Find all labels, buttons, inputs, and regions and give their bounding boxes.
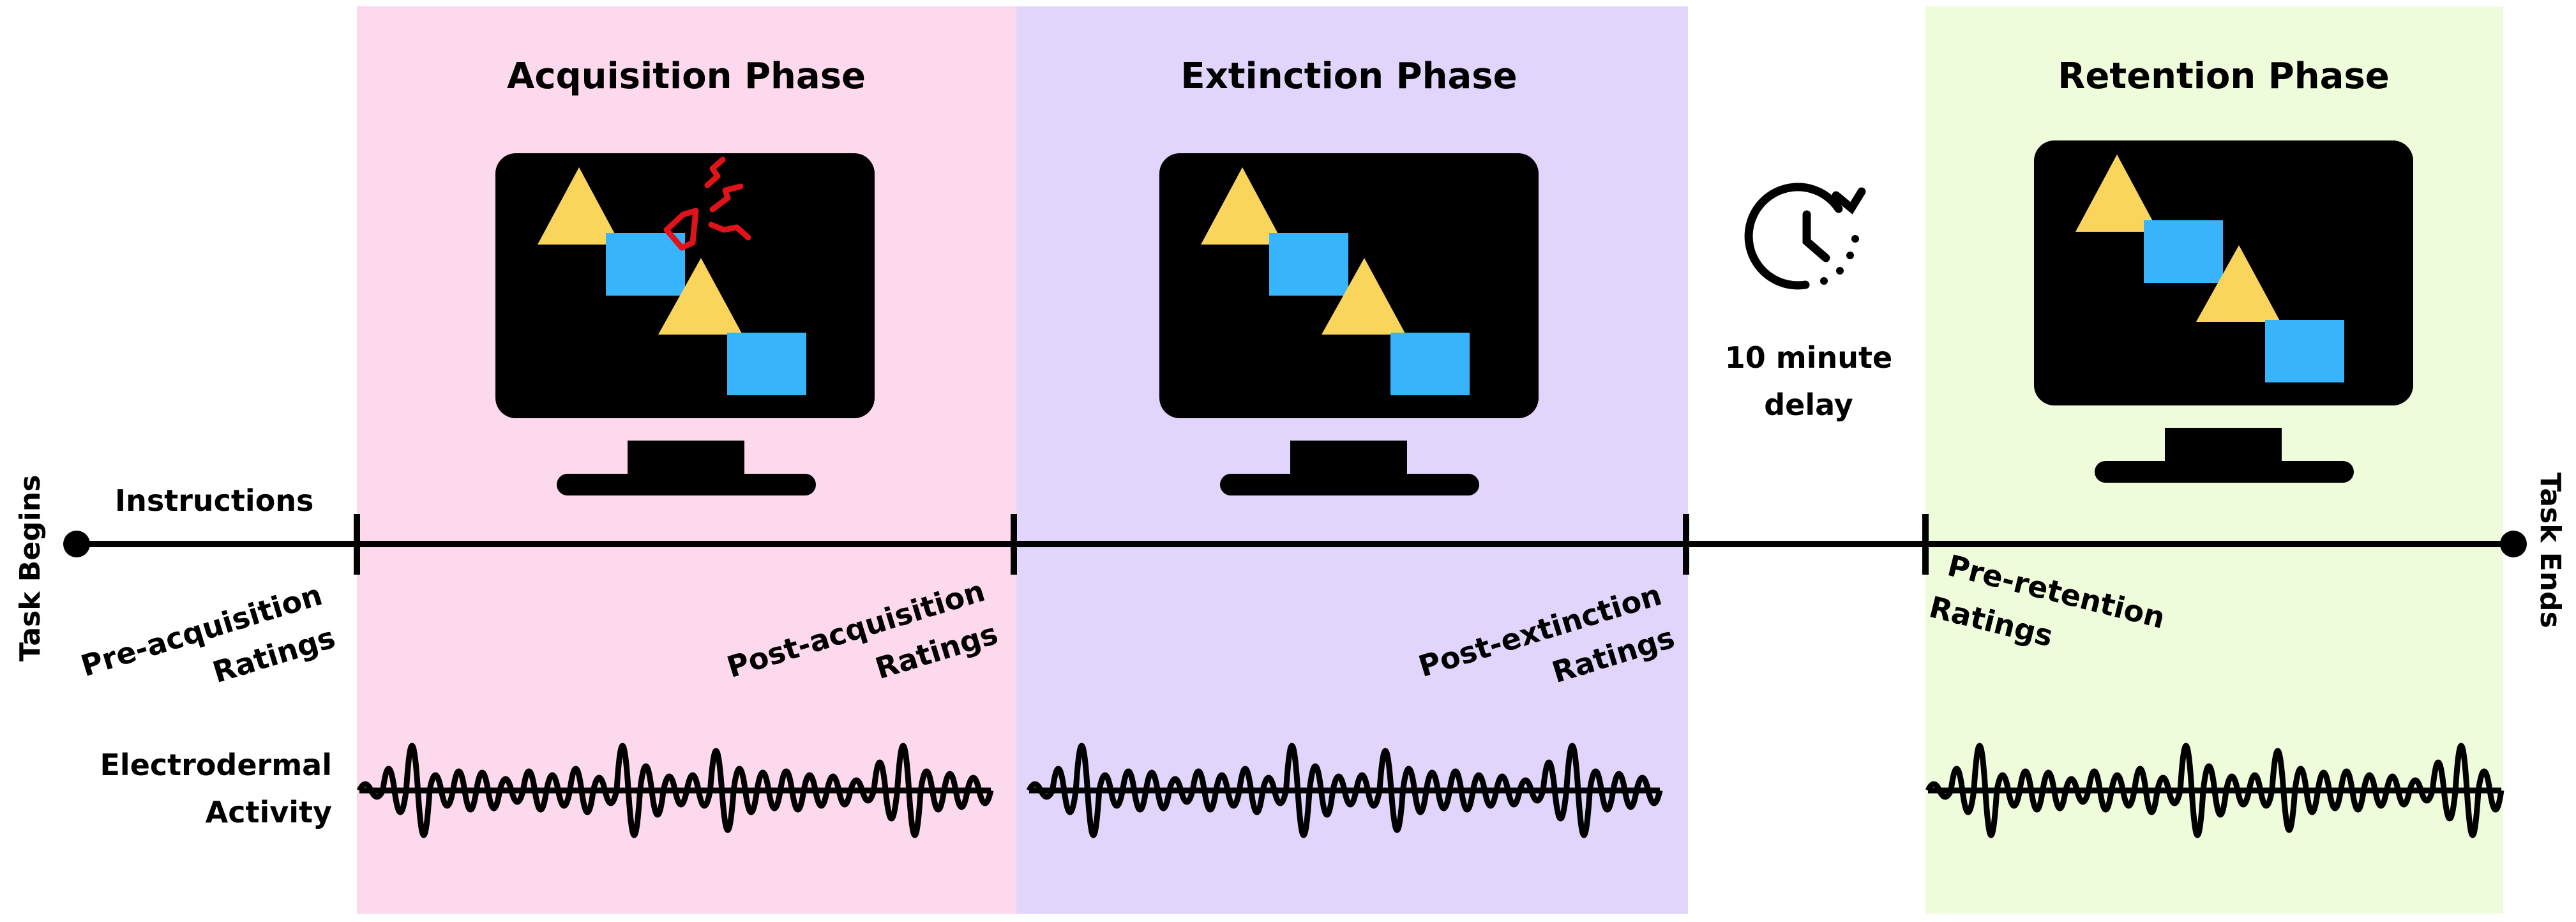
eda-waveform-icon bbox=[356, 743, 994, 838]
timeline-end-dot bbox=[2500, 531, 2527, 557]
monitor-icon bbox=[1159, 153, 1539, 495]
triangle-stimulus-icon bbox=[1322, 258, 1406, 335]
square-stimulus-icon bbox=[2144, 220, 2223, 283]
eda-waveform-icon bbox=[1925, 743, 2504, 838]
delay-label: 10 minute bbox=[1725, 340, 1892, 375]
acquisition-phase-title: Acquisition Phase bbox=[507, 56, 866, 97]
retention-phase-title: Retention Phase bbox=[2058, 56, 2390, 97]
task-ends-label: Task Ends bbox=[2534, 472, 2566, 628]
alarm-sound-icon bbox=[663, 156, 751, 251]
eda-label: Electrodermal bbox=[100, 748, 333, 782]
eda-label: Activity bbox=[206, 795, 332, 829]
triangle-stimulus-icon bbox=[538, 167, 621, 245]
monitor-icon bbox=[2034, 140, 2413, 483]
task-begins-label: Task Begins bbox=[14, 475, 47, 661]
square-stimulus-icon bbox=[1390, 333, 1470, 395]
clock-icon bbox=[1744, 183, 1866, 290]
square-stimulus-icon bbox=[727, 333, 806, 395]
triangle-stimulus-icon bbox=[2075, 155, 2158, 232]
timeline-start-dot bbox=[63, 531, 90, 557]
instructions-label: Instructions bbox=[115, 483, 313, 518]
extinction-phase-title: Extinction Phase bbox=[1180, 56, 1517, 97]
square-stimulus-icon bbox=[606, 233, 685, 296]
monitor-icon bbox=[495, 153, 875, 495]
triangle-stimulus-icon bbox=[1201, 167, 1284, 245]
triangle-stimulus-icon bbox=[2196, 245, 2280, 322]
triangle-stimulus-icon bbox=[658, 258, 742, 335]
square-stimulus-icon bbox=[2265, 320, 2344, 382]
square-stimulus-icon bbox=[1269, 233, 1348, 296]
eda-waveform-icon bbox=[1026, 743, 1663, 838]
delay-label: delay bbox=[1764, 388, 1853, 422]
